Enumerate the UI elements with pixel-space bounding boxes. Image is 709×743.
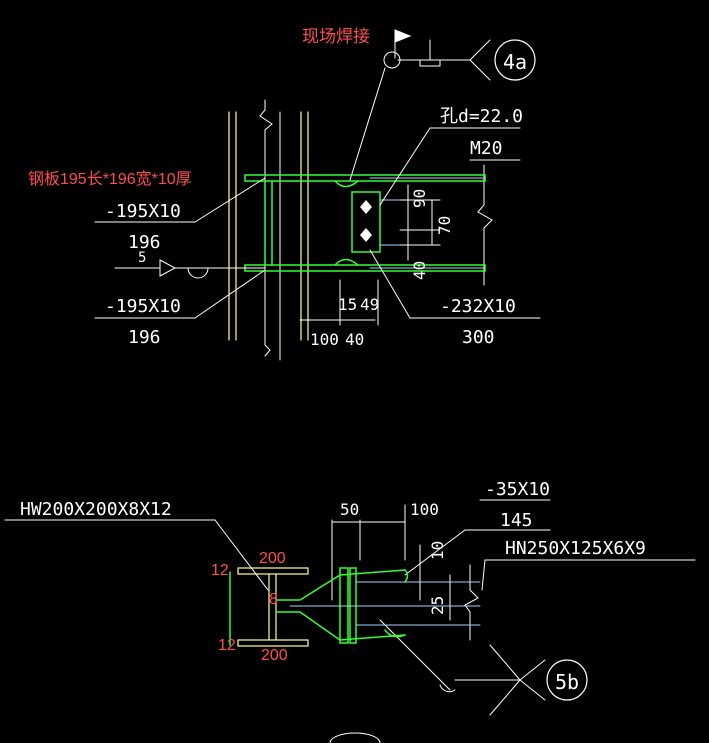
bottom-leader-lines — [4, 499, 696, 716]
site-weld-label: 现场焊接 — [302, 27, 370, 46]
dim-40b-label: 40 — [345, 330, 364, 349]
plate-145-label: 145 — [500, 510, 533, 531]
dim-25-label: 25 — [428, 596, 447, 615]
plate-195-a: -195X10 — [105, 201, 181, 222]
red-12-top: 12 — [211, 562, 229, 579]
plate-232-label: -232X10 — [440, 296, 516, 317]
top-detail: 4a 现场焊接 孔d=22.0 M20 钢板195长*196宽*10厚 -195… — [28, 27, 541, 361]
dim-5-label: 5 — [138, 250, 146, 266]
plate-196-b: 196 — [128, 327, 161, 348]
dim-50-label: 50 — [340, 500, 359, 519]
dim-70-label: 70 — [435, 216, 454, 235]
plate-35-label: -35X10 — [485, 479, 550, 500]
hn-label: HN250X125X6X9 — [505, 538, 646, 559]
bolt-label: M20 — [470, 138, 503, 159]
break-lines — [259, 99, 493, 361]
dim-15-label: 15 — [338, 295, 357, 314]
bottom-detail: 5b HW200X200X8X12 HN250X125X6X9 -35X10 1… — [4, 479, 696, 743]
dim-100b-label: 100 — [410, 500, 439, 519]
red-200-top: 200 — [259, 550, 286, 567]
detail-5b-label: 5b — [555, 670, 579, 694]
plate-195-b: -195X10 — [105, 296, 181, 317]
hole-label: 孔d=22.0 — [440, 106, 523, 127]
dim-10-label: 10 — [428, 541, 447, 560]
red-200-bottom: 200 — [261, 647, 288, 664]
red-12-bottom: 12 — [218, 637, 236, 654]
hw-label: HW200X200X8X12 — [20, 499, 172, 520]
plate-note-label: 钢板195长*196宽*10厚 — [28, 170, 192, 188]
dim-100-label: 100 — [310, 330, 339, 349]
detail-4a-label: 4a — [503, 50, 527, 74]
bottom-edge-arc — [329, 732, 381, 743]
bottom-beam-lines — [289, 581, 481, 626]
hw-section — [237, 567, 309, 647]
leader-lines — [94, 29, 541, 326]
plate-300-label: 300 — [462, 327, 495, 348]
dim-90-label: 90 — [410, 189, 429, 208]
red-8: 8 — [269, 591, 278, 608]
dim-40-label: 40 — [410, 261, 429, 280]
plate-196-a: 196 — [128, 232, 161, 253]
dim-49-label: 49 — [360, 295, 379, 314]
column-lines — [228, 111, 309, 341]
bolts — [360, 200, 372, 242]
detail-bubble-5b — [546, 659, 588, 701]
detail-bubble-4a — [494, 39, 536, 81]
